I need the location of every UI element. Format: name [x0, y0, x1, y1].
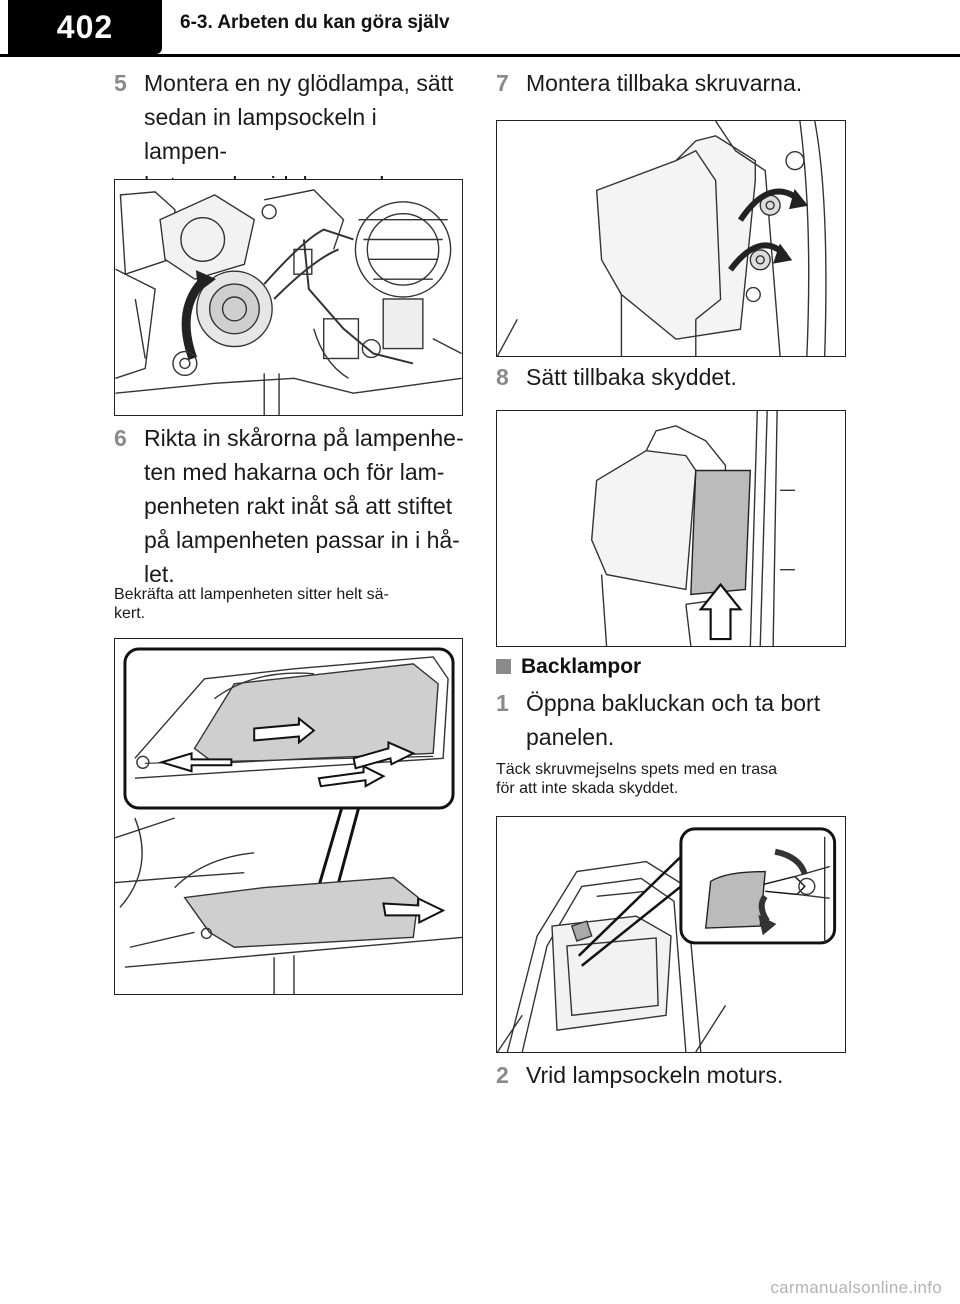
step-8: 8 Sätt tillbaka skyddet.	[496, 360, 856, 394]
chapter-title: 6-3. Arbeten du kan göra själv	[180, 12, 450, 33]
cover-reinstall-illustration	[496, 410, 846, 647]
step-text: Montera en ny glödlampa, sätt sedan in l…	[144, 70, 454, 198]
heading-text: Backlampor	[521, 655, 642, 678]
heading-square-icon	[496, 659, 511, 674]
page-number: 402	[8, 0, 162, 54]
step-number: 5	[114, 70, 127, 96]
step-2: 2 Vrid lampsockeln moturs.	[496, 1058, 856, 1092]
step-number: 1	[496, 690, 509, 716]
page-header: 402 6-3. Arbeten du kan göra själv	[0, 0, 960, 54]
lamp-unit-insertion-illustration	[114, 638, 463, 995]
header-rule	[0, 54, 960, 57]
step-7: 7 Montera tillbaka skruvarna.	[496, 66, 856, 100]
step-number: 8	[496, 364, 509, 390]
step-6: 6 Rikta in skårorna på lampenhe- ten med…	[114, 421, 464, 591]
step-number: 2	[496, 1062, 509, 1088]
step-text: Öppna bakluckan och ta bort panelen.	[526, 690, 821, 750]
tailgate-panel-illustration	[496, 816, 846, 1053]
step-text: Rikta in skårorna på lampenhe- ten med h…	[144, 425, 464, 587]
section-heading-backlampor: Backlampor	[496, 655, 641, 679]
step-1: 1 Öppna bakluckan och ta bort panelen.	[496, 686, 856, 754]
step-text: Sätt tillbaka skyddet.	[526, 364, 737, 390]
screws-reinstall-illustration	[496, 120, 846, 357]
step-5: 5 Montera en ny glödlampa, sätt sedan in…	[114, 66, 464, 202]
step-number: 7	[496, 70, 509, 96]
note-confirm-seated: Bekräfta att lampenheten sitter helt sä-…	[114, 586, 389, 622]
step-number: 6	[114, 425, 127, 451]
bulb-socket-illustration	[114, 179, 463, 416]
note-cover-screwdriver: Täck skruvmejselns spets med en trasa fö…	[496, 761, 777, 797]
watermark: carmanualsonline.info	[770, 1278, 942, 1297]
step-text: Montera tillbaka skruvarna.	[526, 70, 803, 96]
step-text: Vrid lampsockeln moturs.	[526, 1062, 784, 1088]
